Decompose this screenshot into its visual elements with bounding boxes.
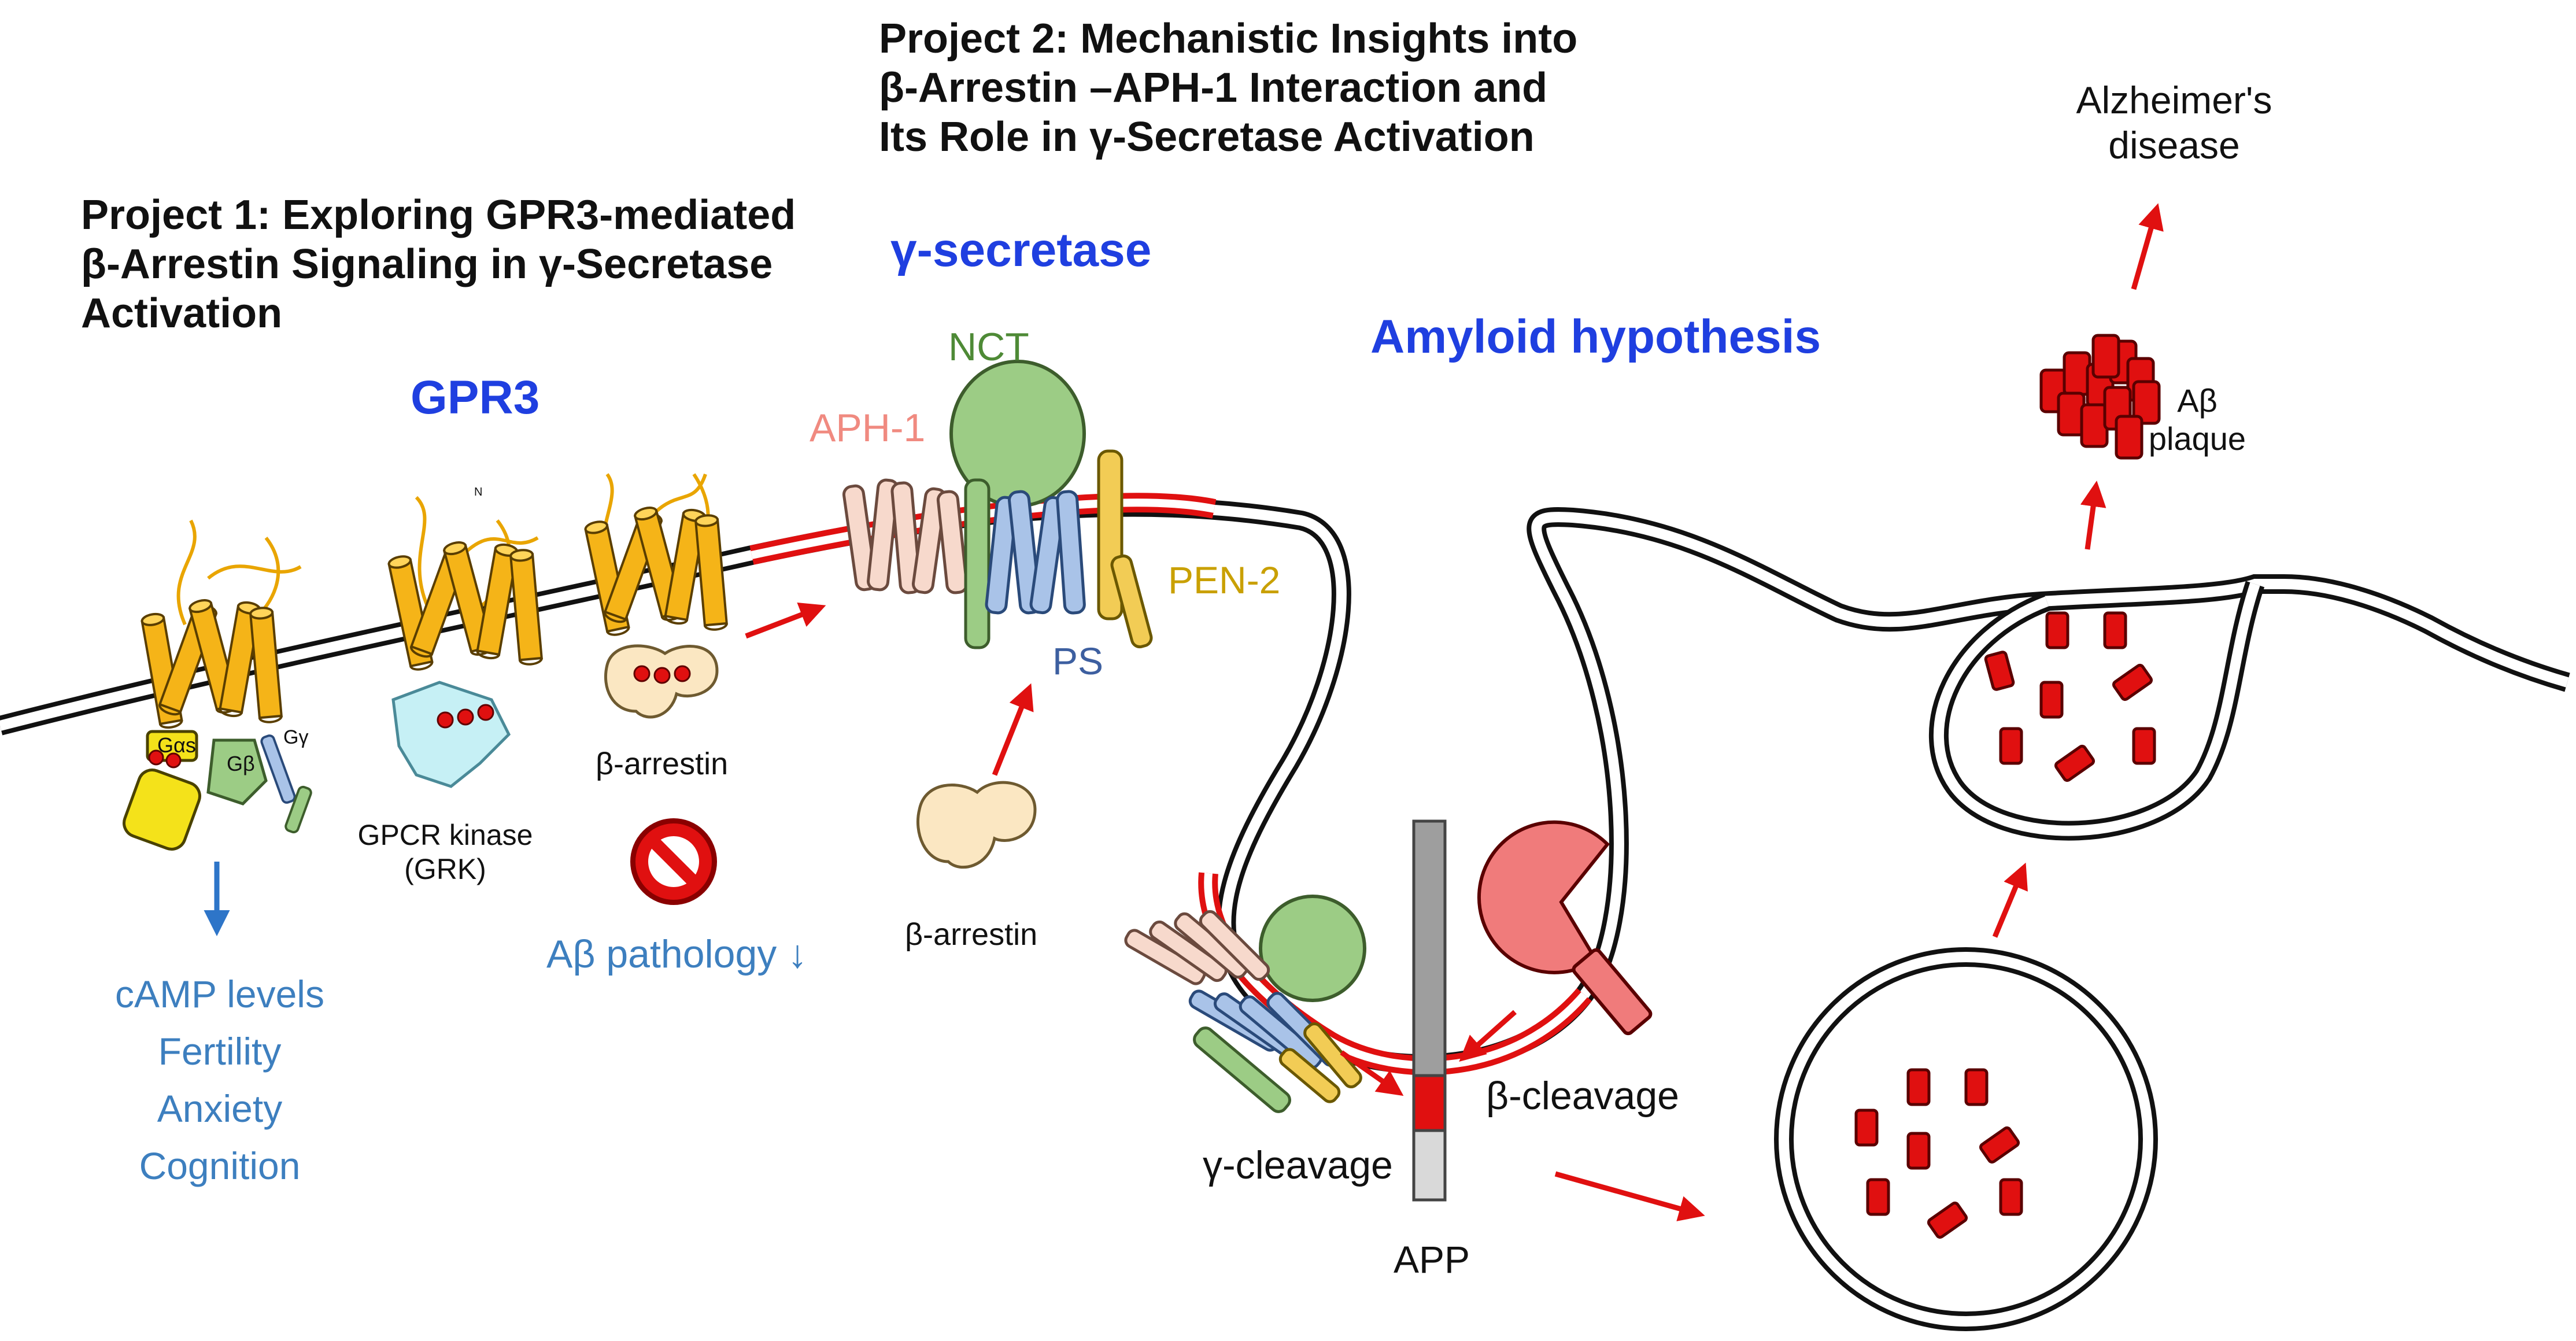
- gamma-secretase-heading: γ-secretase: [890, 224, 1152, 276]
- app-label: APP: [1394, 1238, 1470, 1281]
- plaque-label-line2: plaque: [2148, 420, 2246, 457]
- g-beta-label: Gβ: [227, 752, 255, 775]
- app-protein: [1412, 819, 1447, 1202]
- budding-vesicle: [1928, 581, 2265, 841]
- project2-title-line2: β-Arrestin –APH-1 Interaction and: [879, 64, 1548, 111]
- bace-enzyme: [1477, 820, 1653, 1036]
- gpr3-outcomes: cAMP levels Fertility Anxiety Cognition: [93, 966, 347, 1195]
- plaque-label-line1: Aβ: [2177, 382, 2217, 419]
- pen2-label: PEN-2: [1168, 559, 1281, 601]
- alzheimers-label-line2: disease: [2108, 123, 2240, 167]
- g-gamma-label: Gγ: [283, 726, 309, 748]
- plaque-label: Aβ plaque: [2139, 382, 2255, 458]
- grk-label: GPCR kinase (GRK): [353, 818, 538, 886]
- project2-title-line3: Its Role in γ-Secretase Activation: [879, 113, 1535, 160]
- gpr3-heading: GPR3: [411, 371, 540, 424]
- project2-title-line1: Project 2: Mechanistic Insights into: [879, 16, 1578, 62]
- gamma-cleavage-label: γ-cleavage: [1203, 1143, 1393, 1187]
- g-alpha-label: Gαs: [157, 733, 196, 757]
- amyloid-hypothesis-heading: Amyloid hypothesis: [1370, 311, 1821, 363]
- grk-label-line1: GPCR kinase: [357, 819, 533, 851]
- gamma-secretase-complex: [842, 360, 1153, 649]
- outcome-anxiety: Anxiety: [157, 1087, 283, 1130]
- outcome-fertility: Fertility: [158, 1030, 282, 1073]
- project1-title-line2: β-Arrestin Signaling in γ-Secretase: [81, 241, 773, 287]
- inhibition-icon: [630, 818, 717, 905]
- project1-title-line3: Activation: [81, 290, 283, 337]
- arrestin-label-gpr3: β-arrestin: [596, 747, 729, 781]
- outcome-cognition: Cognition: [139, 1144, 301, 1187]
- ps-label: PS: [1052, 640, 1104, 682]
- project1-title: Project 1: Exploring GPR3-mediated β-Arr…: [81, 191, 796, 338]
- grk-label-line2: (GRK): [404, 853, 486, 885]
- project2-title: Project 2: Mechanistic Insights into β-A…: [879, 14, 1577, 162]
- nct-label: NCT: [948, 325, 1029, 369]
- abeta-fragments-endosome: [1854, 1068, 2023, 1239]
- endosome: [1774, 947, 2158, 1331]
- abeta-pathology-label: Aβ pathology ↓: [546, 932, 808, 976]
- n-terminus-label: N: [474, 486, 483, 498]
- arrestin-label-free: β-arrestin: [905, 917, 1038, 952]
- free-beta-arrestin: [916, 781, 1037, 869]
- alzheimers-label: Alzheimer's disease: [2024, 78, 2324, 168]
- gpr3-receptor-grk: [386, 496, 544, 788]
- abeta-plaque-cluster: [2039, 334, 2161, 460]
- gpr3-receptor-gprotein: [123, 519, 312, 851]
- gpr3-receptor-arrestin: [583, 473, 729, 719]
- alzheimers-label-line1: Alzheimer's: [2076, 79, 2272, 121]
- arrows: [745, 203, 2164, 1221]
- project1-title-line1: Project 1: Exploring GPR3-mediated: [81, 192, 796, 238]
- outcome-camp: cAMP levels: [115, 973, 324, 1015]
- gamma-secretase-in-membrane: [1124, 895, 1366, 1113]
- beta-cleavage-label: β-cleavage: [1486, 1074, 1679, 1118]
- aph1-label: APH-1: [810, 406, 926, 450]
- abeta-fragments-pit: [1984, 611, 2156, 782]
